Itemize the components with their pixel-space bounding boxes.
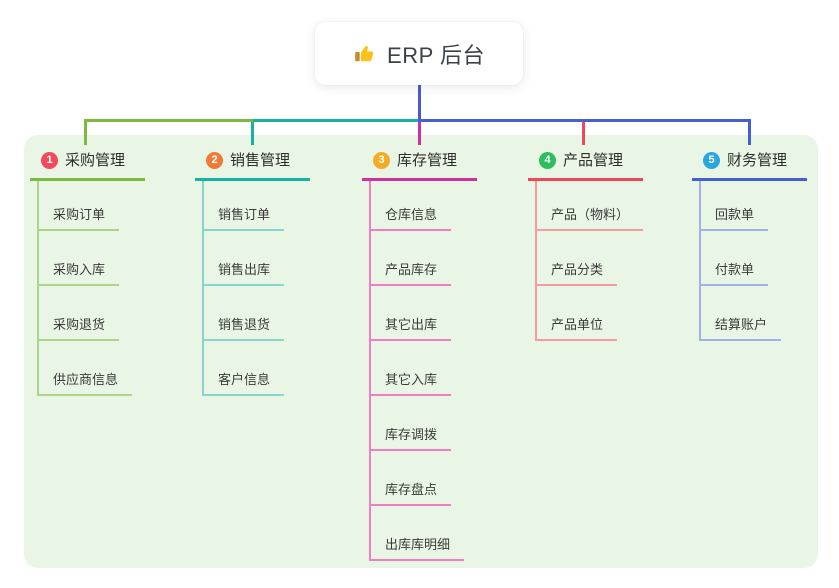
child-label: 库存调拨 — [369, 426, 452, 451]
branch-children: 产品（物料） 产品分类产品单位 — [535, 181, 644, 341]
child-label: 销售出库 — [202, 261, 285, 286]
child-node[interactable]: 产品分类 — [535, 231, 643, 286]
connector-drop-branch-4 — [582, 122, 585, 145]
branch-label: 库存管理 — [397, 152, 458, 169]
child-node[interactable]: 其它入库 — [369, 341, 464, 396]
child-label: 产品分类 — [535, 261, 618, 286]
child-node[interactable]: 产品单位 — [535, 286, 643, 341]
child-node[interactable]: 结算账户 — [699, 286, 782, 341]
branch-index-badge: 3 — [373, 152, 390, 169]
thumbs-up-icon — [353, 42, 376, 65]
branch-3: 3 库存管理 仓库信息产品库存其它出库其它入库库存调拨库存盘点出库库明细 — [362, 150, 477, 561]
child-node[interactable]: 采购入库 — [37, 231, 132, 286]
branch-label: 销售管理 — [230, 152, 291, 169]
child-node[interactable]: 销售订单 — [202, 181, 285, 231]
child-label: 产品单位 — [535, 316, 618, 341]
child-label: 供应商信息 — [37, 371, 133, 396]
child-node[interactable]: 供应商信息 — [37, 341, 133, 396]
child-label: 出库库明细 — [369, 536, 465, 561]
child-label: 采购入库 — [37, 261, 120, 286]
branch-2: 2 销售管理 销售订单销售出库销售退货客户信息 — [195, 150, 310, 396]
child-node[interactable]: 其它出库 — [369, 286, 464, 341]
child-node[interactable]: 产品（物料） — [535, 181, 644, 231]
child-label: 其它出库 — [369, 316, 452, 341]
connector-bus-left — [84, 119, 253, 122]
connector-root-line — [418, 85, 421, 119]
child-node[interactable]: 付款单 — [699, 231, 781, 286]
connector-bus-right — [418, 119, 751, 122]
branch-children: 采购订单采购入库采购退货供应商信息 — [37, 181, 133, 396]
branch-4: 4 产品管理 产品（物料） 产品分类产品单位 — [528, 150, 644, 341]
branch-head[interactable]: 3 库存管理 — [362, 150, 477, 181]
connector-bus-middle — [253, 119, 418, 122]
child-label: 销售订单 — [202, 206, 285, 231]
branch-label: 采购管理 — [65, 152, 126, 169]
child-label: 付款单 — [699, 261, 769, 286]
connector-drop-branch-5 — [748, 119, 751, 145]
child-label: 其它入库 — [369, 371, 452, 396]
child-node[interactable]: 回款单 — [699, 181, 781, 231]
child-node[interactable]: 仓库信息 — [369, 181, 464, 231]
child-node[interactable]: 销售退货 — [202, 286, 285, 341]
child-node[interactable]: 出库库明细 — [369, 506, 465, 561]
root-node[interactable]: ERP 后台 — [315, 22, 523, 85]
child-label: 产品（物料） — [535, 206, 644, 231]
child-node[interactable]: 客户信息 — [202, 341, 285, 396]
connector-drop-branch-1 — [84, 119, 87, 145]
child-label: 采购退货 — [37, 316, 120, 341]
child-node[interactable]: 采购退货 — [37, 286, 132, 341]
branch-label: 财务管理 — [727, 152, 788, 169]
connector-drop-branch-2 — [251, 119, 254, 145]
branch-head[interactable]: 2 销售管理 — [195, 150, 310, 181]
child-label: 结算账户 — [699, 316, 782, 341]
branch-5: 5 财务管理 回款单付款单结算账户 — [692, 150, 807, 341]
branch-index-badge: 4 — [539, 152, 556, 169]
child-label: 产品库存 — [369, 261, 452, 286]
connector-drop-branch-3 — [418, 122, 421, 145]
mindmap-panel — [24, 135, 818, 568]
branch-index-badge: 2 — [206, 152, 223, 169]
child-label: 采购订单 — [37, 206, 120, 231]
branch-children: 仓库信息产品库存其它出库其它入库库存调拨库存盘点出库库明细 — [369, 181, 465, 561]
child-node[interactable]: 库存调拨 — [369, 396, 464, 451]
branch-head[interactable]: 4 产品管理 — [528, 150, 643, 181]
root-label: ERP 后台 — [387, 42, 485, 68]
branch-children: 销售订单销售出库销售退货客户信息 — [202, 181, 285, 396]
child-label: 库存盘点 — [369, 481, 452, 506]
child-node[interactable]: 销售出库 — [202, 231, 285, 286]
branch-label: 产品管理 — [563, 152, 624, 169]
child-label: 客户信息 — [202, 371, 285, 396]
branch-head[interactable]: 1 采购管理 — [30, 150, 145, 181]
child-node[interactable]: 库存盘点 — [369, 451, 464, 506]
child-label: 销售退货 — [202, 316, 285, 341]
child-node[interactable]: 采购订单 — [37, 181, 132, 231]
branch-index-badge: 1 — [41, 152, 58, 169]
branch-1: 1 采购管理 采购订单采购入库采购退货供应商信息 — [30, 150, 145, 396]
branch-head[interactable]: 5 财务管理 — [692, 150, 807, 181]
child-node[interactable]: 产品库存 — [369, 231, 464, 286]
branch-children: 回款单付款单结算账户 — [699, 181, 782, 341]
branch-index-badge: 5 — [703, 152, 720, 169]
child-label: 回款单 — [699, 206, 769, 231]
child-label: 仓库信息 — [369, 206, 452, 231]
